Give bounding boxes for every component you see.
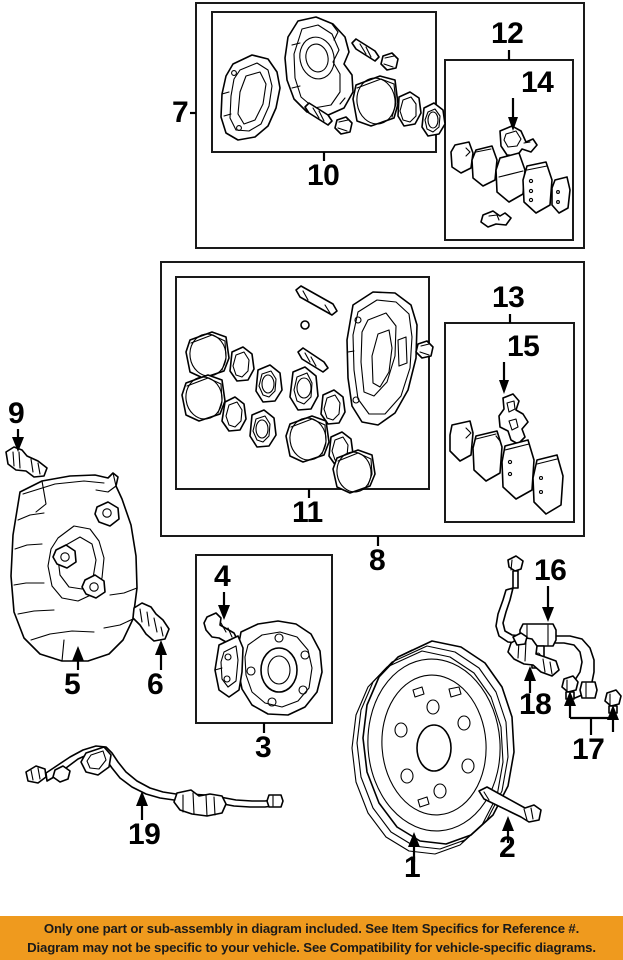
callout-10: 10: [307, 159, 340, 192]
callout-3: 3: [255, 731, 272, 764]
callout-15: 15: [507, 330, 540, 363]
inner-box-11: [175, 276, 430, 490]
outer-box-7: [195, 2, 585, 249]
callout-7: 7: [172, 96, 189, 129]
callout-6: 6: [147, 668, 164, 701]
callout-11: 11: [292, 496, 323, 529]
callout-5: 5: [64, 668, 81, 701]
wheel-hub-assembly-parts: [203, 612, 323, 716]
callout-2: 2: [499, 831, 516, 864]
brake-rotor-group: [351, 640, 542, 855]
callout-8: 8: [369, 544, 386, 577]
exploded-parts-diagram: [5, 2, 622, 862]
callout-13: 13: [492, 281, 525, 314]
brake-pad-set-lower: [449, 393, 564, 515]
callout-17: 17: [572, 733, 605, 766]
callout-16: 16: [534, 554, 567, 587]
callout-12: 12: [491, 17, 524, 50]
callout-9: 9: [8, 397, 25, 430]
callout-14: 14: [521, 66, 554, 99]
callout-19: 19: [128, 818, 161, 851]
brake-pad-set-upper: [450, 125, 571, 228]
disclaimer-banner: Only one part or sub-assembly in diagram…: [0, 916, 623, 960]
callout-1: 1: [404, 851, 421, 884]
callout-18: 18: [519, 688, 552, 721]
caliper-rebuild-kit-parts: [220, 16, 446, 141]
disclaimer-line-2: Diagram may not be specific to your vehi…: [27, 940, 596, 955]
caliper-piston-seal-kit-parts: [181, 285, 434, 494]
leader-lines: [12, 50, 619, 862]
abs-wheel-speed-sensor-parts: [25, 745, 284, 817]
outer-box-8: [160, 261, 585, 537]
diagram-boxes: [160, 2, 585, 724]
disclaimer-line-1: Only one part or sub-assembly in diagram…: [43, 921, 580, 936]
brake-hose-group: [495, 555, 622, 714]
callout-4: 4: [214, 560, 231, 593]
brake-dust-shield-group: [5, 446, 170, 662]
